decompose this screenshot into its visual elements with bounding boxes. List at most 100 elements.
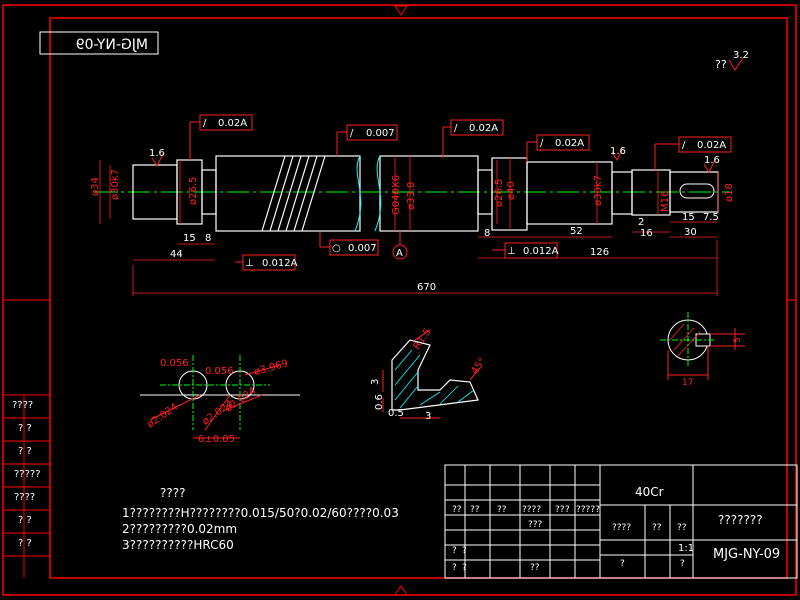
roughness-icon-2	[611, 147, 624, 162]
surface-symbol-label: ??	[715, 58, 727, 71]
break-line-left	[354, 155, 362, 232]
notes-line-2: 2?????????0.02mm	[122, 522, 238, 536]
tol-perp-1: 0.012A	[262, 258, 298, 269]
title-c14: ?	[462, 546, 467, 556]
dim-7-5: 7.5	[703, 212, 719, 223]
dim-15: 15	[183, 233, 196, 244]
roughness-2: 1.6	[610, 146, 626, 157]
left-strip-1: ????	[12, 400, 34, 411]
title-code: MJG-NY-09	[713, 547, 780, 562]
title-c11: ??	[530, 563, 540, 573]
dim-44: 44	[170, 249, 183, 260]
title-block-grid	[444, 464, 798, 579]
title-c5: ?	[565, 505, 570, 515]
title-material: 40Cr	[635, 485, 664, 499]
tol-symbols: /// //○ ⊥⊥	[203, 118, 686, 269]
roughness-icon-1	[151, 153, 164, 168]
dim-52: 52	[570, 226, 583, 237]
dim-670: 670	[417, 282, 436, 293]
tol-runout-1: 0.02A	[218, 118, 247, 129]
svg-text:/: /	[540, 138, 544, 149]
title-c7: ???	[528, 520, 543, 530]
center-mark-bottom	[394, 585, 408, 596]
detail1-dim-a: 0.056	[160, 358, 189, 369]
keyway-slot	[679, 183, 715, 199]
title-c9: ??	[652, 523, 662, 533]
detail2-dims	[382, 329, 481, 419]
notes-title: ????	[160, 486, 186, 500]
svg-text:○: ○	[332, 243, 341, 254]
datum-circle	[392, 244, 408, 260]
key-section-hatch	[669, 323, 701, 357]
detail1-dim-c: ø3.969	[253, 358, 289, 378]
dim-16: 16	[640, 228, 653, 239]
inner-border	[49, 17, 788, 579]
left-strip-5: ????	[14, 492, 36, 503]
key-dim-17: 17	[682, 378, 693, 388]
detail2-hatch	[394, 349, 475, 409]
detail2-06: 0.6	[374, 394, 385, 410]
surface-symbol-value: 3.2	[733, 50, 749, 61]
key-dims	[667, 328, 745, 380]
dim-g-thread: G040X6	[391, 175, 402, 215]
left-strip-3: ? ?	[18, 446, 32, 457]
detail2-05: 0.5	[388, 408, 404, 419]
detail2-3b: 3	[425, 411, 431, 422]
dim-d30k7-left: ø30k7	[110, 169, 121, 200]
svg-text:/: /	[454, 123, 458, 134]
detail2-profile	[391, 339, 479, 411]
code-mirrored-text: MJG-NY-09	[76, 37, 148, 53]
title-c12: ??	[452, 505, 462, 515]
left-strip-lines	[3, 417, 50, 557]
detail2-r1: R1.5	[411, 327, 433, 352]
svg-text:⊥: ⊥	[245, 258, 254, 269]
dimension-lines	[99, 156, 719, 296]
title-c17: ?	[620, 559, 625, 569]
title-cells: ?? ?? ???? ?? ? ????? ??? ???? ?? ?? ?? …	[452, 505, 687, 573]
dim-8-left: 8	[205, 233, 211, 244]
detail1-pitch: 6±0.05	[198, 434, 235, 445]
title-c15: ?	[452, 563, 457, 573]
dim-m16: M16	[660, 191, 671, 212]
dim-30: 30	[684, 227, 697, 238]
left-strip-2: ? ?	[18, 423, 32, 434]
title-c4: ??	[555, 505, 565, 515]
code-box	[39, 31, 159, 55]
detail1-dim-d: ø2.024	[145, 402, 180, 431]
title-c13: ?	[452, 546, 457, 556]
title-name: ???????	[718, 513, 763, 527]
left-strip-4: ?????	[14, 469, 41, 480]
detail2-3a: 3	[370, 379, 381, 385]
key-dim-5: 5	[733, 337, 743, 343]
tol-runout-2: 0.02A	[469, 123, 498, 134]
center-mark-top	[394, 5, 408, 16]
title-c2: ??	[497, 505, 507, 515]
helical-thread	[261, 155, 326, 232]
roughness-icon-top	[728, 57, 744, 71]
dim-d34: ø34	[90, 177, 101, 196]
svg-text:/: /	[203, 118, 207, 129]
detail1-dims	[149, 364, 281, 439]
dim-8-right: 8	[484, 228, 490, 239]
dim-2: 2	[638, 217, 644, 228]
tol-perp-2: 0.012A	[523, 246, 559, 257]
title-c6: ?????	[576, 505, 600, 515]
dim-d26-5: ø26.5	[188, 177, 199, 205]
dim-d18: ø18	[724, 183, 735, 202]
title-scale: 1:1	[678, 543, 694, 554]
title-c3: ????	[522, 505, 541, 515]
dim-15b: 15	[682, 212, 695, 223]
dim-d30k7-right: ø30k7	[593, 175, 604, 206]
notes-line-1: 1????????H????????0.015/50?0.02/60????0.…	[122, 506, 399, 520]
break-line-right	[374, 155, 382, 232]
notes-line-3: 3??????????HRC60	[122, 538, 234, 552]
svg-text:/: /	[350, 128, 354, 139]
detail2-ang: 45°	[469, 356, 488, 377]
left-strip-7: ? ?	[18, 538, 32, 549]
title-c1: ??	[470, 505, 480, 515]
roughness-3: 1.6	[704, 155, 720, 166]
datum-label: A	[396, 248, 403, 259]
dimension-texts: ø34 ø30k7 ø26.5 15 8 44 G040X6 ø33.8 8 ø…	[90, 169, 735, 293]
tol-cyl: 0.007	[366, 128, 395, 139]
